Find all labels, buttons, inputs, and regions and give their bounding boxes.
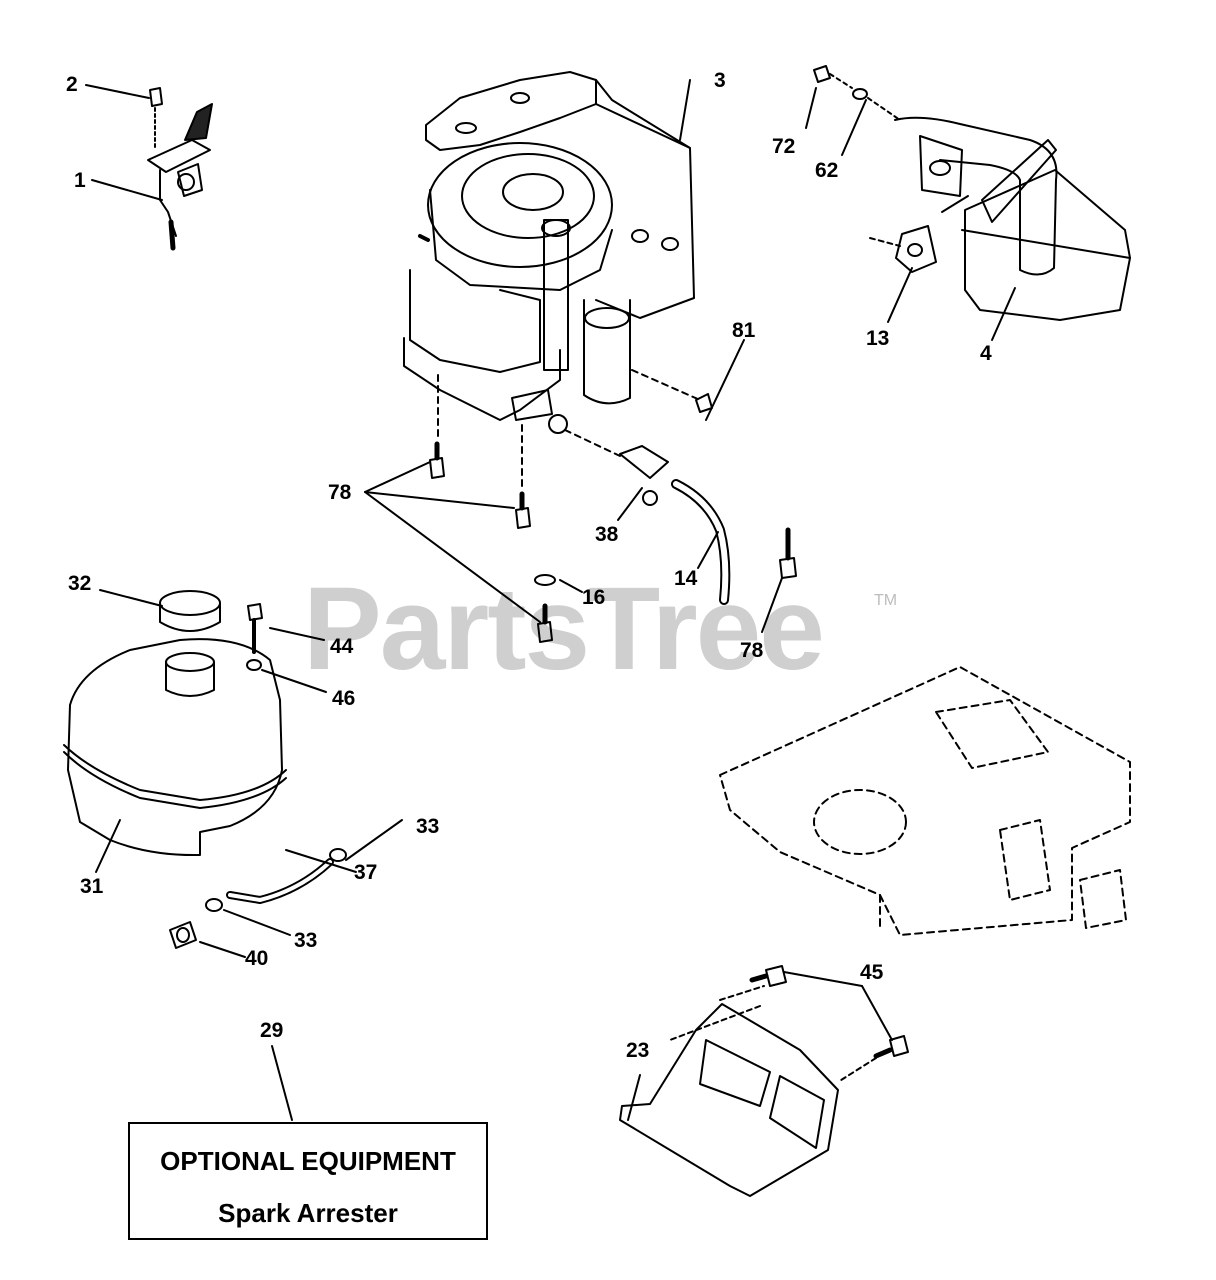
callout-46: 46 (332, 687, 356, 710)
callout-4: 4 (980, 342, 992, 365)
engine-drawing (403, 71, 701, 491)
callout-40: 40 (245, 947, 269, 970)
callout-44: 44 (330, 635, 354, 658)
callout-3: 3 (714, 69, 726, 92)
callout-2: 2 (66, 73, 78, 96)
fuel-line-assembly (534, 339, 745, 605)
fuel-tank-assembly (63, 589, 403, 958)
trademark-symbol: TM (874, 592, 898, 609)
callout-29: 29 (260, 1019, 284, 1042)
callout-1: 1 (74, 169, 86, 192)
throttle-control-assembly (85, 84, 213, 251)
callout-72: 72 (772, 135, 796, 158)
muffler-assembly (805, 65, 1131, 341)
callout-33-lower: 33 (294, 929, 318, 952)
callout-78-engine: 78 (328, 481, 352, 504)
callout-81: 81 (732, 319, 756, 342)
partstree-watermark: PartsTree (303, 563, 825, 695)
callout-32: 32 (68, 572, 92, 595)
callout-78-frame: 78 (740, 639, 764, 662)
callout-33-upper: 33 (416, 815, 440, 838)
callout-14: 14 (674, 567, 698, 590)
heat-shield-drawing (619, 965, 909, 1197)
spark-arrester-label: Spark Arrester (218, 1198, 398, 1228)
callout-37: 37 (354, 861, 378, 884)
optional-equipment-title: OPTIONAL EQUIPMENT (160, 1146, 456, 1176)
optional-equipment-box: OPTIONAL EQUIPMENT Spark Arrester (128, 1122, 488, 1240)
callout-38: 38 (595, 523, 619, 546)
callout-23: 23 (626, 1039, 650, 1062)
callout-13: 13 (866, 327, 890, 350)
frame-plate-drawing (719, 666, 1131, 936)
callout-45: 45 (860, 961, 884, 984)
callout-31: 31 (80, 875, 104, 898)
engine-bolts (364, 441, 797, 643)
callout-16: 16 (582, 586, 606, 609)
callout-62: 62 (815, 159, 839, 182)
note-leader-line (271, 1045, 293, 1121)
